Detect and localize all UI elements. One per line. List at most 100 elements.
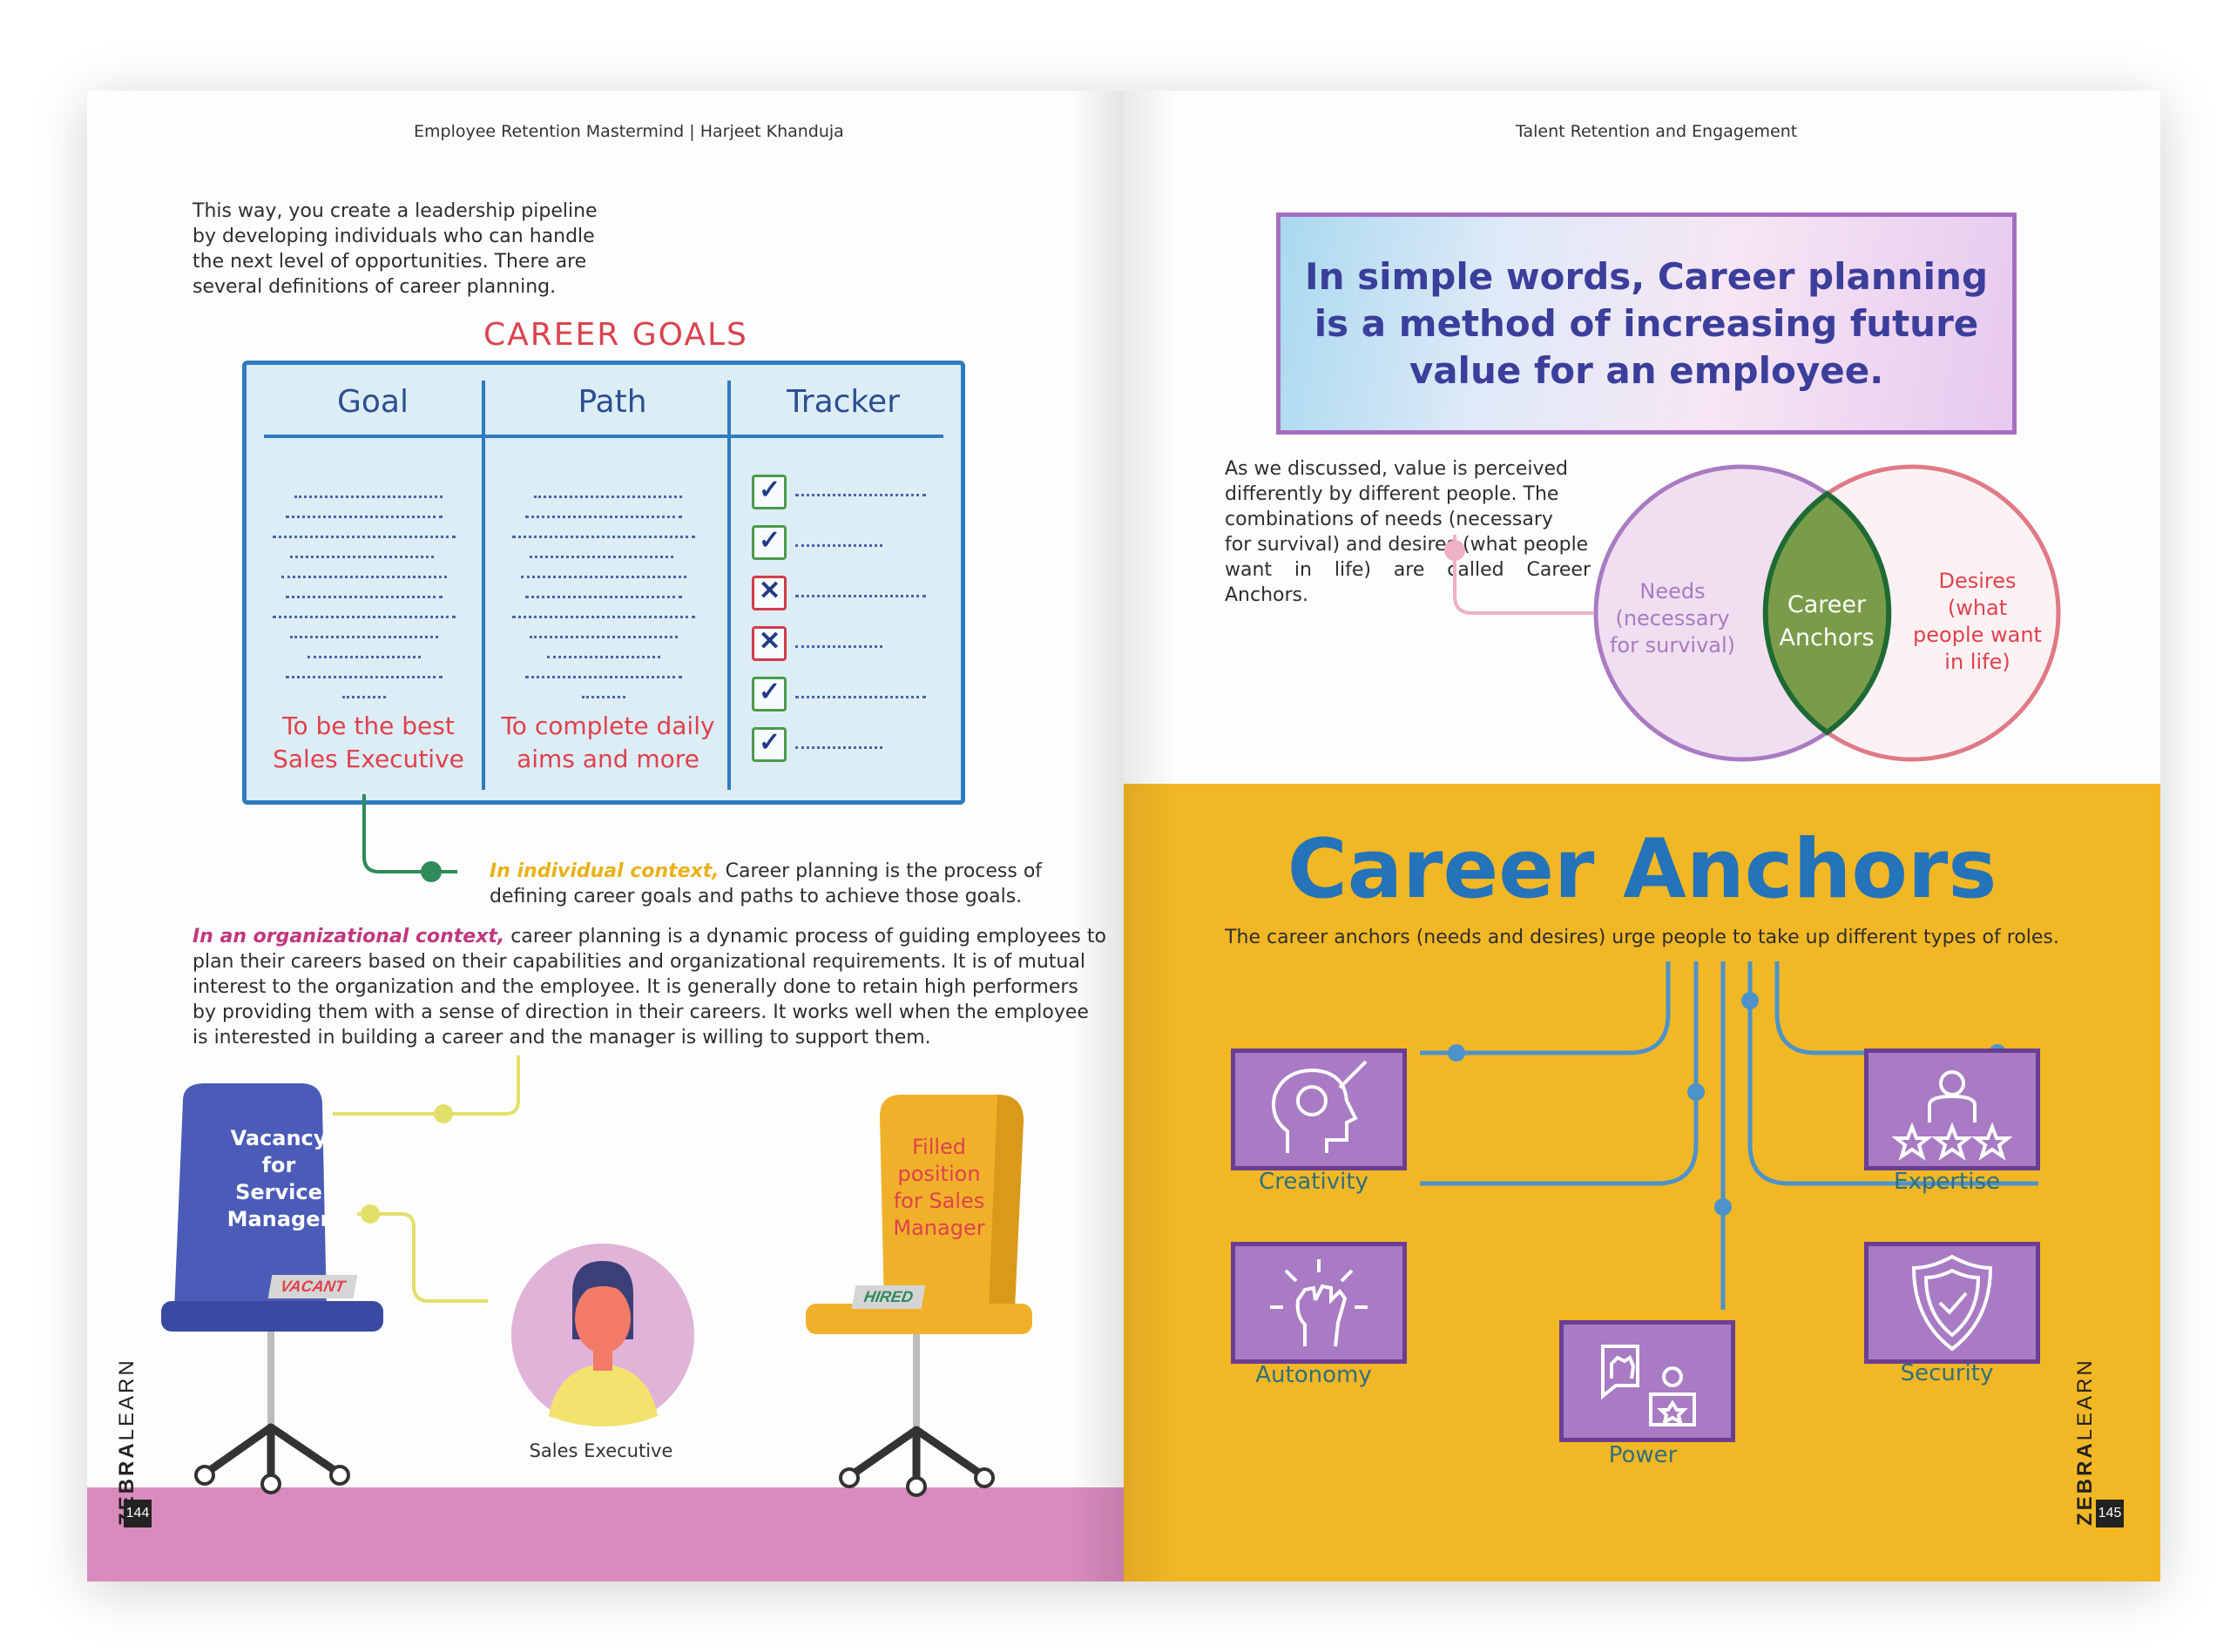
filled-label-line: position <box>897 1162 981 1186</box>
brand-bold: ZEBRA <box>2073 1440 2097 1526</box>
tracker-mark-glyph: ✕ <box>759 577 781 605</box>
organizational-context-line: by providing them with a sense of direct… <box>193 1001 1089 1023</box>
needs-line: Needs <box>1639 579 1706 603</box>
autonomy-anchor-card <box>1231 1242 1407 1364</box>
header-divider <box>264 435 943 438</box>
individual-context-text: Career planning is the process of <box>719 860 1043 882</box>
career-goals-title: CAREER GOALS <box>483 317 748 353</box>
column-header-tracker: Tracker <box>787 384 900 420</box>
needs-line: for survival) <box>1609 633 1736 657</box>
vacancy-label-line: Service <box>235 1180 322 1204</box>
tracker-mark-glyph: ✓ <box>759 678 781 706</box>
brand-light: LEARN <box>115 1358 139 1441</box>
quote-line: is a method of increasing future <box>1314 302 1979 345</box>
expertise-icon <box>1891 1070 2013 1161</box>
venn-intro-line: for survival) and desires (what people <box>1225 534 1589 556</box>
column-header-goal: Goal <box>337 384 409 420</box>
expertise-anchor-card <box>1864 1049 2040 1170</box>
creativity-anchor-card <box>1231 1049 1407 1170</box>
quote-box: In simple words, Career planning is a me… <box>1276 212 2017 435</box>
organizational-context-paragraph: In an organizational context, career pla… <box>193 924 1106 1050</box>
autonomy-label: Autonomy <box>1255 1362 1372 1388</box>
pink-floor <box>87 1487 1124 1581</box>
brand-light: LEARN <box>2073 1358 2097 1441</box>
tracker-scribble <box>795 586 926 597</box>
venn-intro-paragraph: As we discussed, value is perceived diff… <box>1225 456 1591 608</box>
individual-context-paragraph: In individual context, Career planning i… <box>490 859 1042 909</box>
sales-executive-label: Sales Executive <box>529 1440 673 1461</box>
career-anchors-subtitle: The career anchors (needs and desires) u… <box>1225 927 2059 948</box>
needs-line: (necessary <box>1615 606 1730 630</box>
tracker-mark-glyph: ✓ <box>759 526 781 555</box>
tracker-scribble <box>795 637 882 648</box>
anchors-line: Anchors <box>1779 624 1875 651</box>
venn-diagram <box>1444 464 2061 762</box>
intro-line: the next level of opportunities. There a… <box>193 251 587 273</box>
vacancy-label-line: Vacancy <box>230 1126 328 1150</box>
security-shield-icon <box>1911 1254 1993 1352</box>
tracker-check-icon: ✓ <box>752 525 787 560</box>
page-number-right: 145 <box>2096 1500 2124 1527</box>
column-divider <box>727 381 731 790</box>
right-page: Talent Retention and Engagement In simpl… <box>1124 91 2160 1581</box>
path-line: aims and more <box>517 745 699 773</box>
goal-line: To be the best <box>282 711 455 740</box>
venn-intro-line: combinations of needs (necessary <box>1225 509 1553 530</box>
tracker-scribble <box>795 687 926 698</box>
tracker-mark-glyph: ✕ <box>759 627 781 656</box>
tracker-check-icon: ✓ <box>752 727 787 762</box>
tracker-check-icon: ✓ <box>752 677 787 711</box>
spine-shadow <box>1071 91 1124 1581</box>
venn-intro-line: As we discussed, value is perceived <box>1225 458 1568 480</box>
column-divider <box>482 381 485 790</box>
path-line: To complete daily <box>501 711 715 740</box>
expertise-label: Expertise <box>1894 1169 2000 1195</box>
tracker-scribble <box>795 536 882 547</box>
anchors-line: Career <box>1787 591 1867 618</box>
venn-career-anchors-label: Career Anchors <box>1770 589 1883 655</box>
zebralearn-logo-right: ZEBRALEARN <box>2073 1358 2098 1526</box>
tracker-cross-icon: ✕ <box>752 576 787 610</box>
venn-needs-label: Needs (necessary for survival) <box>1607 578 1738 659</box>
quote-text: In simple words, Career planning is a me… <box>1281 253 2012 394</box>
path-statement: To complete daily aims and more <box>486 710 730 776</box>
venn-desires-label: Desires (what people want in life) <box>1912 568 2043 676</box>
sales-executive-avatar <box>511 1244 694 1426</box>
intro-paragraph: This way, you create a leadership pipeli… <box>193 199 598 300</box>
tracker-mark-glyph: ✓ <box>759 475 781 504</box>
venn-intro-line: want in life) are called Career Anchors. <box>1225 559 1591 606</box>
power-anchor-card <box>1559 1320 1735 1442</box>
book-spread: Employee Retention Mastermind | Harjeet … <box>87 91 2160 1581</box>
spine-shadow <box>1124 91 1176 1581</box>
yellow-chair-illustration <box>806 1095 1032 1497</box>
autonomy-icon <box>1270 1259 1368 1347</box>
intro-line: by developing individuals who can handle <box>193 226 595 247</box>
tracker-cross-icon: ✕ <box>752 626 787 661</box>
individual-context-line: defining career goals and paths to achie… <box>490 886 1023 907</box>
desires-line: Desires <box>1938 569 2017 593</box>
vacancy-chair-label: Vacancy for Service Manager <box>218 1125 340 1233</box>
blue-chair-illustration <box>161 1083 383 1494</box>
filled-chair-label: Filled position for Sales Manager <box>887 1134 991 1242</box>
tracker-mark-glyph: ✓ <box>759 728 781 757</box>
quote-line: In simple words, Career planning <box>1304 255 1989 298</box>
desires-line: people want <box>1913 623 2042 647</box>
intro-line: several definitions of career planning. <box>193 276 557 298</box>
tracker-check-icon: ✓ <box>752 475 787 509</box>
column-header-path: Path <box>578 384 647 420</box>
vacant-tag: VACANT <box>267 1275 358 1298</box>
right-page-header: Talent Retention and Engagement <box>1516 122 1798 141</box>
venn-intro-line: differently by different people. The <box>1225 483 1559 505</box>
creativity-icon <box>1272 1060 1368 1153</box>
security-label: Security <box>1900 1360 1994 1386</box>
organizational-context-lead: In an organizational context, <box>193 926 505 947</box>
tracker-scribble <box>795 738 882 749</box>
goal-statement: To be the best Sales Executive <box>255 710 482 776</box>
career-goals-board: Goal Path Tracker <box>242 361 965 805</box>
organizational-context-line: is interested in building a career and t… <box>193 1027 931 1049</box>
filled-label-line: Manager <box>893 1216 985 1240</box>
vacancy-label-line: Manager <box>226 1207 331 1231</box>
intro-line: This way, you create a leadership pipeli… <box>193 200 598 222</box>
power-label: Power <box>1608 1442 1678 1468</box>
filled-label-line: Filled <box>911 1135 967 1159</box>
